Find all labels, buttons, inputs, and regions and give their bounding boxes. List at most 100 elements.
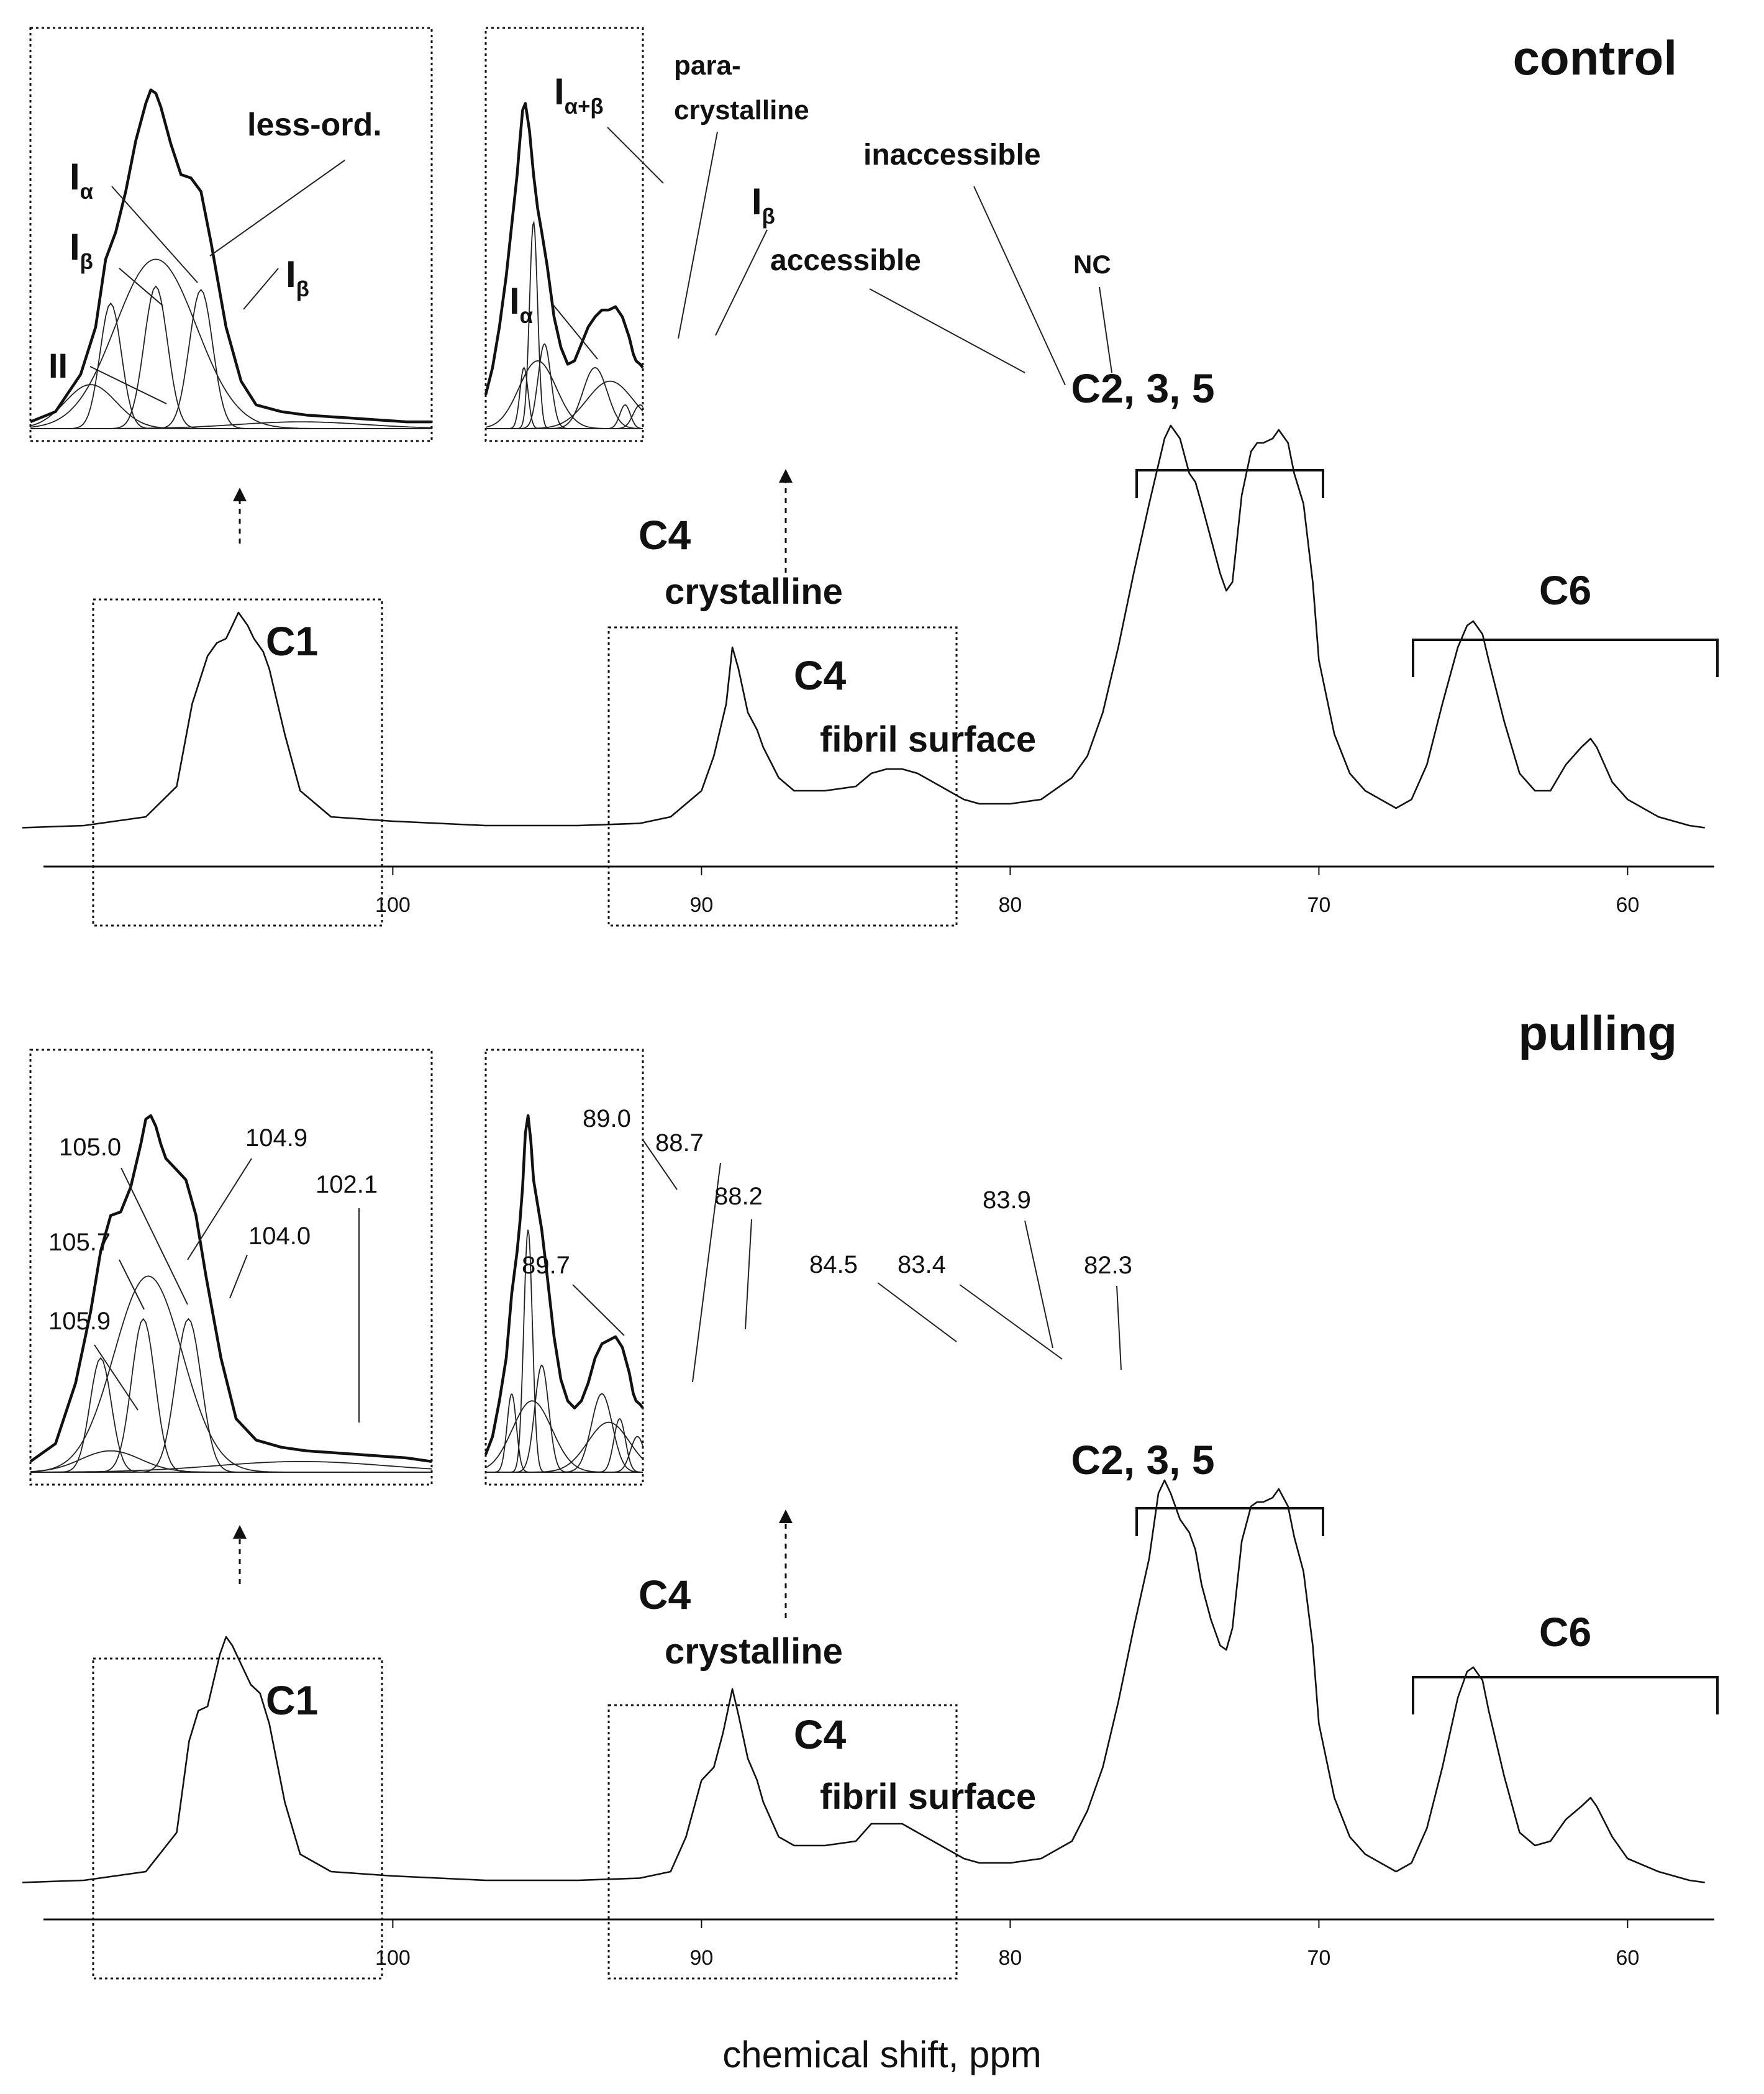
annotation-leader <box>229 1254 248 1299</box>
annotation-label: 82.3 <box>1084 1252 1132 1279</box>
arrow-head <box>233 1525 247 1539</box>
annotation-label: less-ord. <box>247 107 382 143</box>
annotation-leader <box>572 1284 625 1336</box>
annotation-leader <box>869 288 1025 373</box>
annotation-leader <box>877 1282 957 1342</box>
region-sublabel: crystalline <box>665 1631 843 1672</box>
x-tick-label: 70 <box>1307 1946 1330 1970</box>
annotation-label: Iβ <box>752 181 775 229</box>
annotation-label: 104.9 <box>245 1124 307 1152</box>
x-tick-label: 90 <box>689 1946 713 1970</box>
annotation-label: 89.7 <box>522 1252 570 1279</box>
annotation-leader <box>111 186 198 283</box>
arrow-head <box>779 1509 793 1523</box>
inset-frame <box>29 1049 433 1486</box>
annotation-leader <box>1116 1285 1122 1370</box>
region-sublabel: fibril surface <box>820 1777 1036 1817</box>
panel-title: pulling <box>1518 1006 1677 1060</box>
panel-title: control <box>1513 30 1677 85</box>
inset-component-line <box>30 421 432 429</box>
inset-envelope-line <box>29 1114 432 1464</box>
annotation-leader <box>642 1139 678 1190</box>
annotation-leader <box>607 127 664 184</box>
dotted-region-box <box>92 598 383 927</box>
dotted-region-box <box>607 1704 958 1980</box>
inset-component-line <box>486 404 643 429</box>
annotation-label: Iα <box>70 156 94 204</box>
x-tick-label: 90 <box>689 893 713 917</box>
inset-envelope-line <box>484 1114 644 1455</box>
x-tick-label: 80 <box>998 1946 1022 1970</box>
annotation-label: 83.9 <box>983 1186 1031 1214</box>
region-sublabel: crystalline <box>665 571 843 612</box>
region-label: C4 <box>639 1572 691 1618</box>
annotation-leader <box>1099 286 1112 373</box>
annotation-leader <box>209 160 345 257</box>
annotation-label: NC <box>1073 250 1111 279</box>
region-label: C2, 3, 5 <box>1071 365 1214 411</box>
bracket <box>1135 1507 1324 1536</box>
dotted-region-box <box>92 1657 383 1980</box>
inset-component-line <box>486 1436 643 1473</box>
arrow-head <box>233 488 247 501</box>
spectrum-line <box>22 424 1705 829</box>
arrow-head <box>779 469 793 483</box>
annotation-leader <box>552 304 598 360</box>
bracket <box>1135 469 1324 498</box>
x-tick-label: 100 <box>375 893 411 917</box>
annotation-label: 105.0 <box>59 1134 121 1161</box>
annotation-label: 105.9 <box>48 1308 111 1335</box>
region-label: C1 <box>266 1677 318 1723</box>
region-label: C6 <box>1539 567 1591 613</box>
annotation-label: crystalline <box>674 95 809 125</box>
x-axis-title: chemical shift, ppm <box>722 2034 1042 2075</box>
annotation-label: 88.7 <box>655 1129 704 1157</box>
annotation-label: 102.1 <box>316 1171 378 1198</box>
annotation-leader <box>959 1284 1063 1360</box>
inset-frame <box>29 27 433 442</box>
annotation-label: Iα <box>509 280 534 328</box>
inset-frame <box>484 1049 644 1486</box>
bracket <box>1412 639 1719 677</box>
annotation-label: inaccessible <box>863 139 1041 171</box>
inset-envelope-line <box>30 88 432 424</box>
annotation-leader <box>1024 1220 1053 1349</box>
annotation-label: 83.4 <box>898 1251 946 1278</box>
inset-0 <box>29 27 433 442</box>
annotation-leader <box>973 186 1066 386</box>
annotation-leader <box>89 366 167 404</box>
annotation-label: Iβ <box>286 253 309 301</box>
x-tick-label: 60 <box>1616 1946 1639 1970</box>
annotation-label: Iβ <box>70 226 93 274</box>
annotation-leader <box>715 229 768 336</box>
annotation-leader <box>94 1344 139 1411</box>
inset-1 <box>484 1049 644 1486</box>
x-tick-label: 60 <box>1616 893 1639 917</box>
annotation-leader <box>678 131 718 339</box>
annotation-label: II <box>48 346 68 385</box>
annotation-label: 84.5 <box>809 1251 858 1278</box>
annotation-label: para- <box>674 50 741 81</box>
region-label: C6 <box>1539 1609 1591 1655</box>
bracket <box>1412 1676 1719 1714</box>
inset-envelope-line <box>484 102 644 396</box>
annotation-leader <box>745 1219 752 1330</box>
annotation-leader <box>119 268 163 306</box>
spectrum-line <box>22 1479 1705 1883</box>
annotation-leader <box>692 1162 721 1383</box>
region-label: C4 <box>794 1711 847 1757</box>
annotation-label: 88.2 <box>714 1183 763 1210</box>
region-label: C2, 3, 5 <box>1071 1437 1214 1483</box>
inset-component-line <box>30 1460 432 1473</box>
inset-0 <box>29 1049 433 1486</box>
region-label: C4 <box>794 652 847 698</box>
region-label: C4 <box>639 512 691 558</box>
annotation-label: 104.0 <box>248 1222 311 1250</box>
x-tick-label: 70 <box>1307 893 1330 917</box>
annotation-leader <box>119 1259 145 1310</box>
x-tick-label: 80 <box>998 893 1022 917</box>
annotation-label: 105.7 <box>48 1229 111 1256</box>
